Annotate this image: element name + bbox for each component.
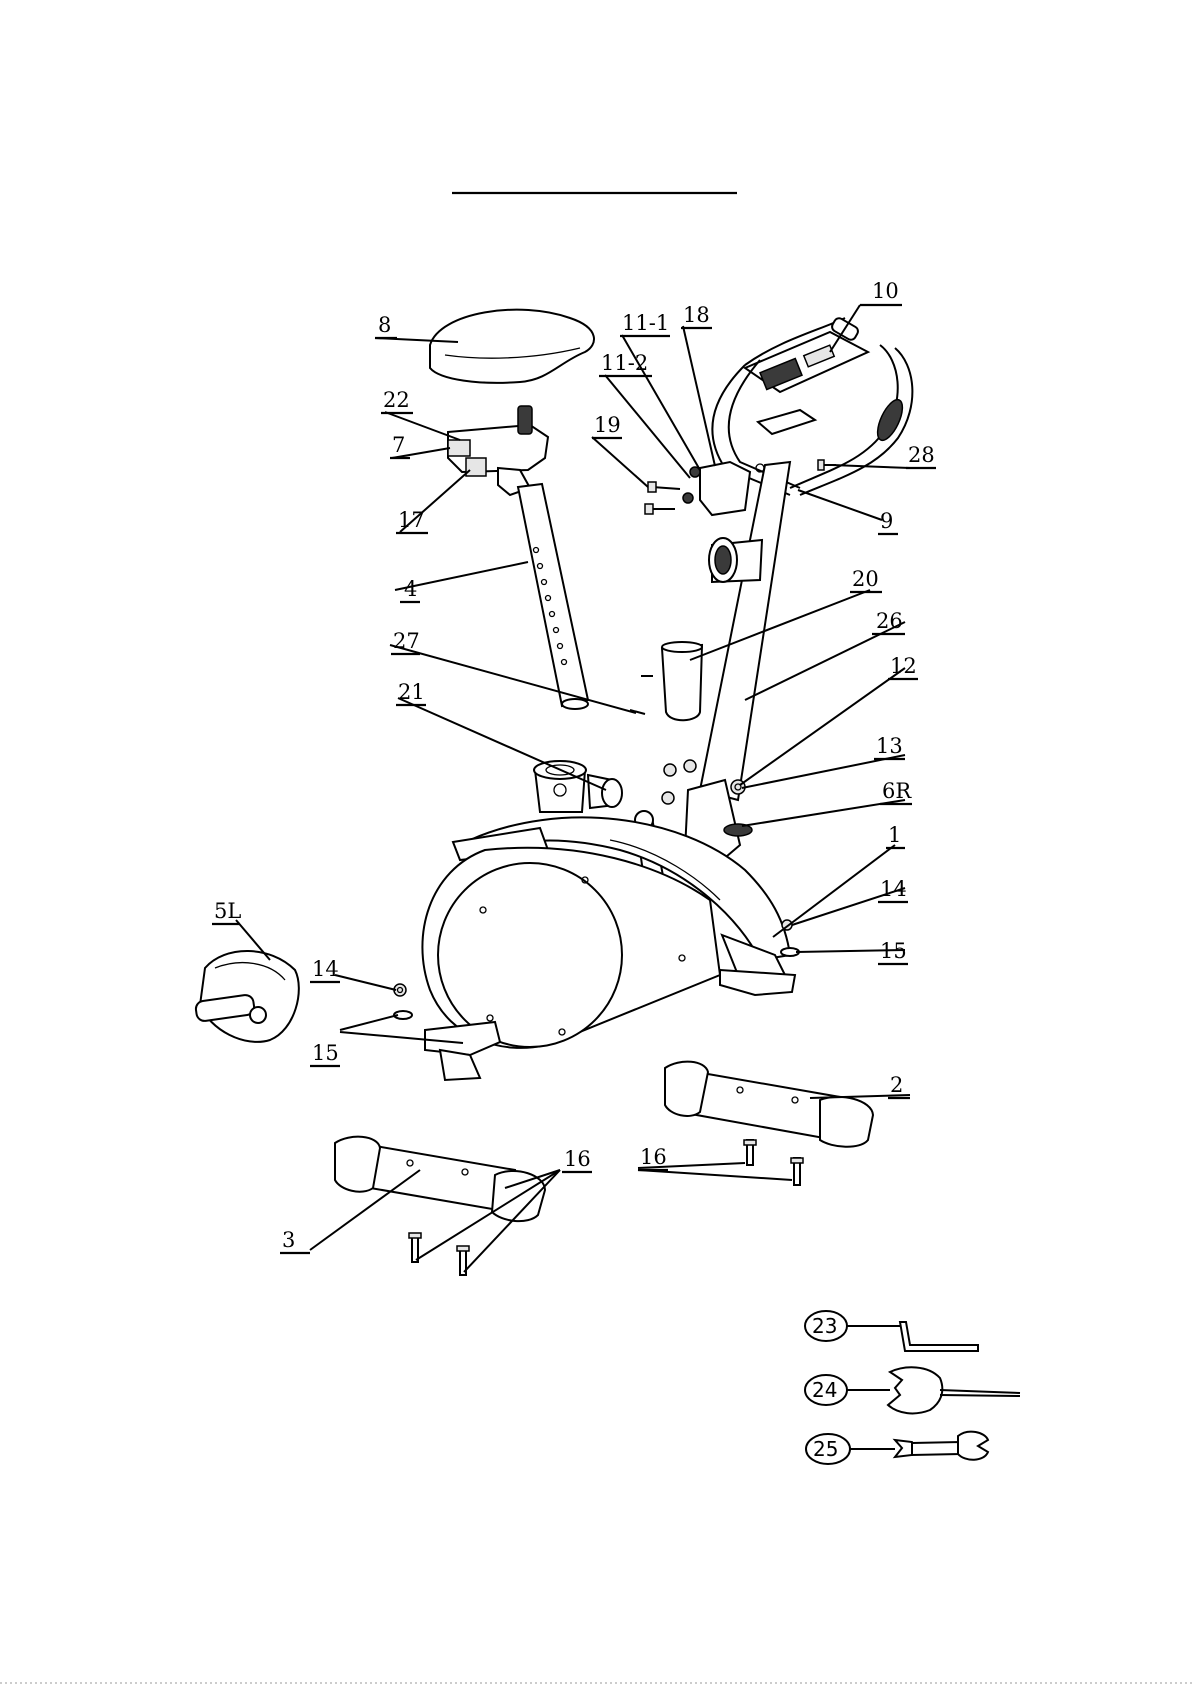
main-frame-part xyxy=(422,817,795,1080)
bottle-holder-part xyxy=(641,642,702,720)
tool-23-number: 23 xyxy=(812,1314,837,1338)
label-9: 9 xyxy=(880,509,893,533)
label-17: 17 xyxy=(398,508,425,532)
label-8: 8 xyxy=(378,313,391,337)
tension-knob-part xyxy=(709,538,762,582)
label-14-right: 14 xyxy=(880,877,907,901)
tool-25-number: 25 xyxy=(813,1437,838,1461)
label-3: 3 xyxy=(282,1228,295,1252)
open-end-wrench-icon: 25 xyxy=(806,1432,988,1464)
bolt-16-set xyxy=(409,1140,803,1275)
bolt-19-part xyxy=(645,482,680,514)
label-14-left: 14 xyxy=(312,957,339,981)
label-10: 10 xyxy=(872,279,899,303)
label-2: 2 xyxy=(890,1073,903,1097)
label-5L: 5L xyxy=(214,899,241,923)
label-12: 12 xyxy=(890,654,917,678)
label-11-1: 11-1 xyxy=(622,311,669,335)
label-7: 7 xyxy=(392,433,405,457)
label-13: 13 xyxy=(876,734,903,758)
label-19: 19 xyxy=(594,413,621,437)
front-stabilizer-part xyxy=(665,1062,873,1147)
label-16-right: 16 xyxy=(640,1145,667,1169)
pedal-wrench-icon: 24 xyxy=(805,1367,1020,1413)
allen-key-icon: 23 xyxy=(805,1311,978,1351)
seat-tube-collar-part xyxy=(534,761,622,812)
seat-part xyxy=(430,310,594,383)
seat-slider-part xyxy=(448,406,548,495)
label-6R: 6R xyxy=(882,779,912,803)
label-16-left: 16 xyxy=(564,1147,591,1171)
console-part xyxy=(745,332,868,434)
label-27: 27 xyxy=(393,629,420,653)
label-18: 18 xyxy=(683,303,710,327)
label-28: 28 xyxy=(908,443,935,467)
label-26: 26 xyxy=(876,609,903,633)
label-22: 22 xyxy=(383,388,410,412)
tools-group: 23 24 25 xyxy=(805,1311,1020,1464)
label-21: 21 xyxy=(398,680,425,704)
label-20: 20 xyxy=(852,567,879,591)
label-15-right: 15 xyxy=(880,939,907,963)
label-15-left: 15 xyxy=(312,1041,339,1065)
left-pedal-part xyxy=(195,951,299,1042)
label-11-2: 11-2 xyxy=(601,351,648,375)
tool-24-number: 24 xyxy=(812,1378,837,1402)
handlebar-bracket-part xyxy=(683,462,764,515)
label-4: 4 xyxy=(404,577,417,601)
label-1: 1 xyxy=(888,823,901,847)
seat-post-part xyxy=(518,484,588,709)
